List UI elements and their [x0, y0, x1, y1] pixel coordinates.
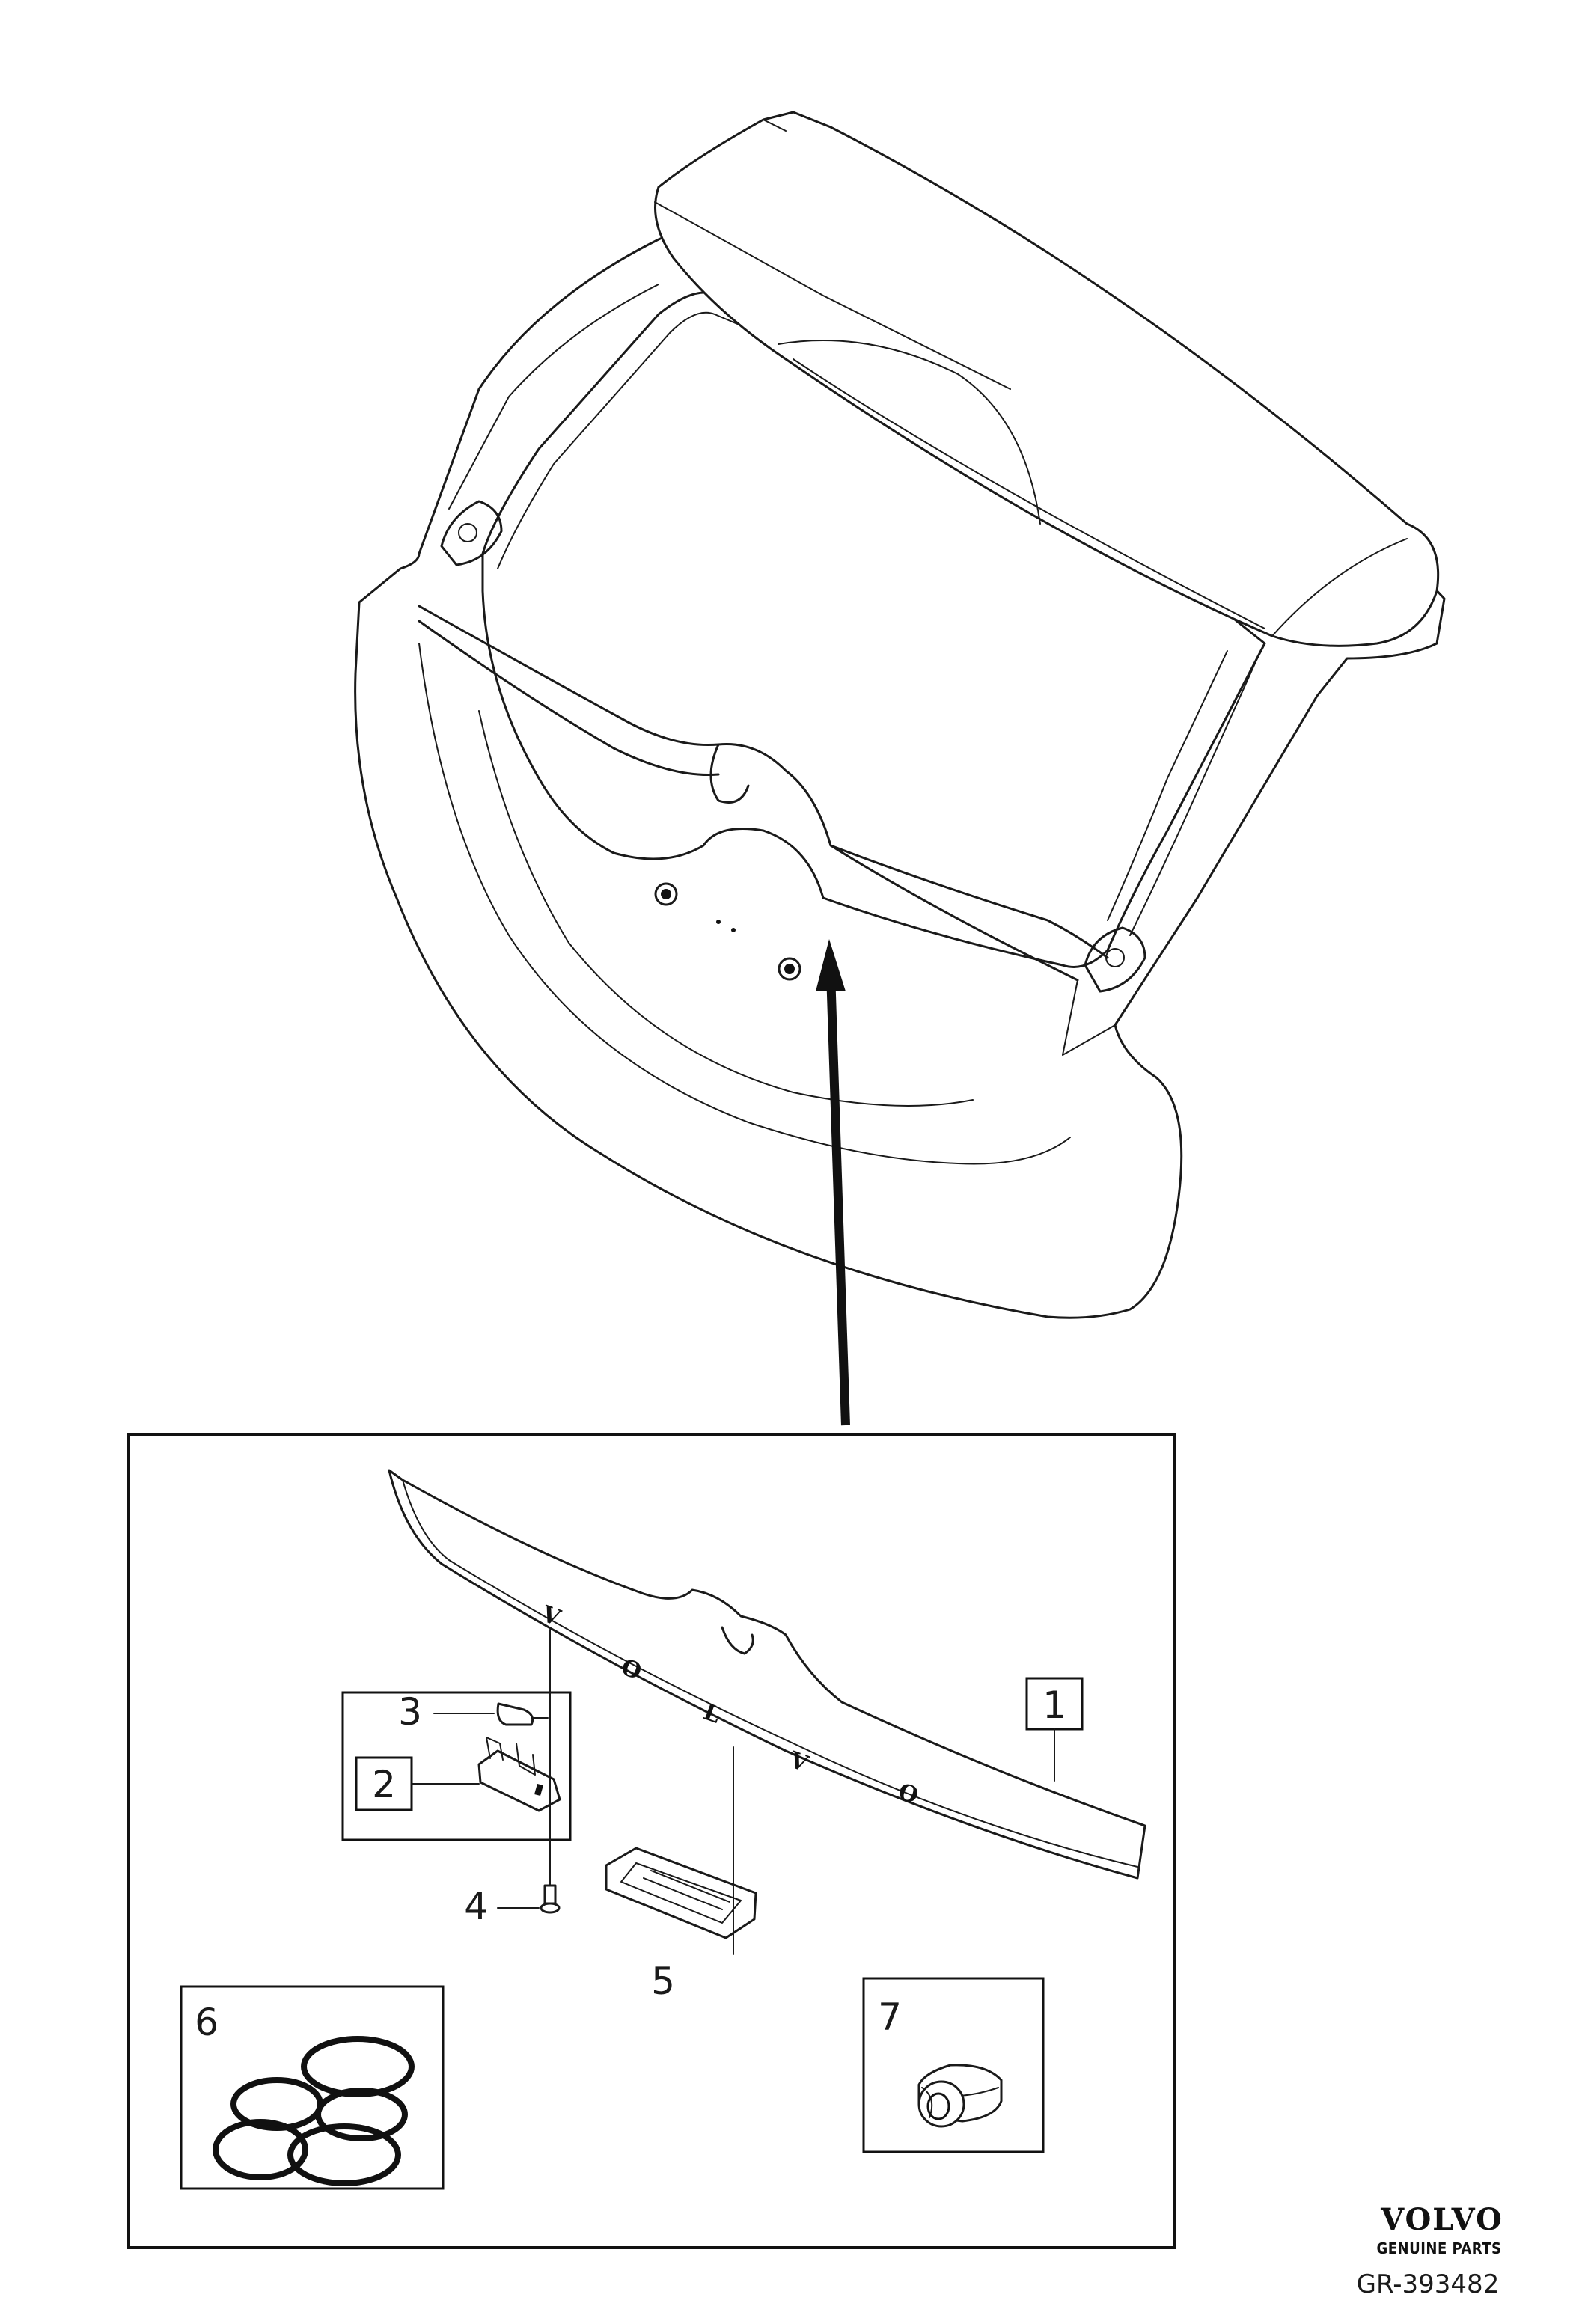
svg-text:7: 7 [878, 1996, 902, 2039]
callout-2: 2 [355, 1756, 480, 1811]
volvo-genuine-parts-logo: VOLVO GENUINE PARTS [1377, 2202, 1503, 2257]
callout-5: 5 [651, 1960, 675, 2003]
screw-part [540, 1884, 561, 1914]
svg-text:5: 5 [651, 1960, 675, 2003]
nut-part: 7 [862, 1977, 1045, 2153]
brand-tagline: GENUINE PARTS [1377, 2239, 1502, 2257]
lamp-group-frame [341, 1691, 572, 1841]
lamp-holder-part [477, 1737, 561, 1812]
trim-strip: V O L V O [388, 1469, 1146, 1880]
tailgate-illustration [354, 111, 1446, 1319]
svg-text:2: 2 [372, 1763, 396, 1806]
callout-4: 4 [464, 1885, 540, 1928]
diagram-reference-number: GR-393482 [1357, 2269, 1500, 2299]
svg-text:4: 4 [464, 1885, 488, 1928]
plate-lamp-part [605, 1746, 757, 1955]
svg-text:3: 3 [398, 1690, 422, 1734]
svg-text:6: 6 [195, 2001, 219, 2044]
brand-logo-wordmark: VOLVO [1380, 2202, 1503, 2237]
detail-frame [127, 1433, 1176, 2249]
callout-3: 3 [398, 1690, 495, 1734]
pointer-arrow [816, 939, 850, 1426]
oring-kit-part: 6 [180, 1985, 445, 2190]
bulb-part [496, 1702, 549, 1726]
callout-1: 1 [1025, 1677, 1084, 1782]
svg-text:1: 1 [1042, 1684, 1066, 1727]
